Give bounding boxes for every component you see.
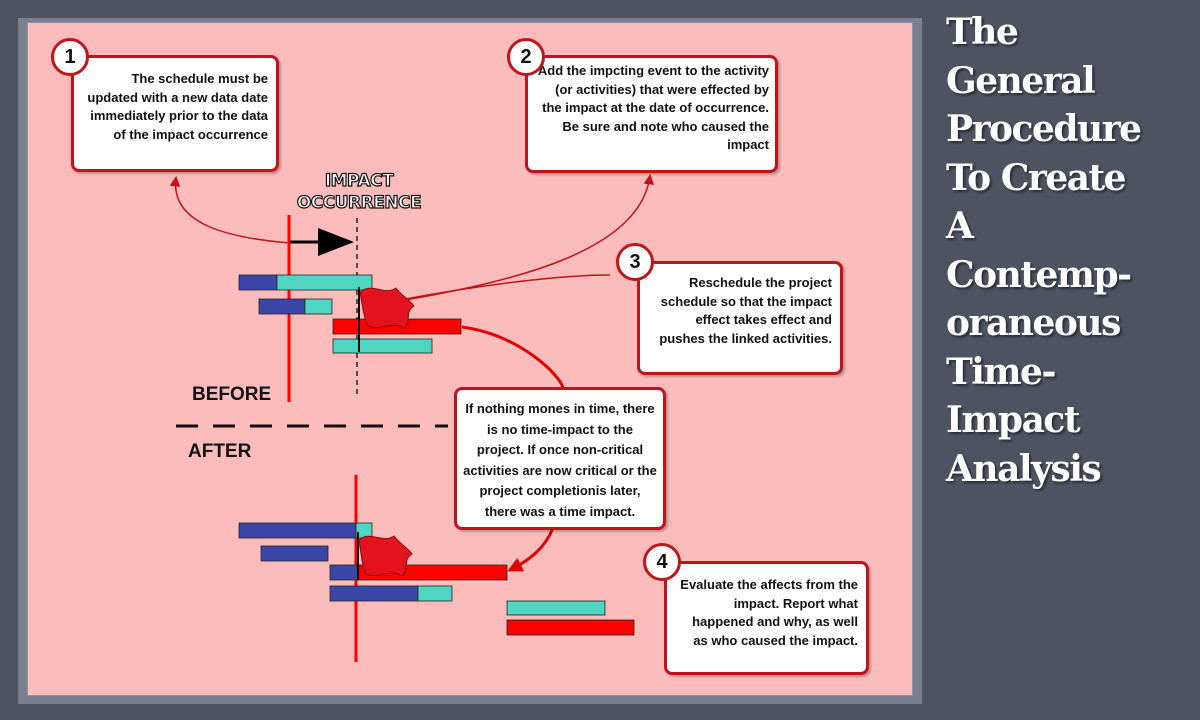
step-4-text: Evaluate the affects from the impact. Re… <box>680 577 858 648</box>
gantt-bar <box>258 298 306 315</box>
impact-pointer-head <box>318 228 354 256</box>
flag-icon <box>357 532 413 580</box>
title-line: General <box>946 59 1096 102</box>
step-2-text: Add the impcting event to the activity (… <box>537 63 769 152</box>
step-1-badge: 1 <box>51 38 89 76</box>
gantt-bar <box>329 585 419 602</box>
title-line: Analysis <box>946 447 1102 490</box>
impact-occurrence-label: IMPACT OCCURRENCE <box>292 170 426 214</box>
step-4-box: Evaluate the affects from the impact. Re… <box>664 561 869 675</box>
gantt-bar <box>506 600 606 616</box>
gantt-bar <box>304 298 333 315</box>
gantt-bar <box>329 564 359 581</box>
connector-after <box>507 527 555 572</box>
flag-icon <box>358 287 415 352</box>
title-line: Time- <box>946 350 1056 393</box>
connector-step1 <box>169 175 291 244</box>
step-2-box: Add the impcting event to the activity (… <box>525 55 778 173</box>
after-label: AFTER <box>188 441 252 462</box>
title-line: Impact <box>946 399 1080 441</box>
title-line: Contemp- <box>946 253 1132 296</box>
step-4-badge: 4 <box>643 543 681 581</box>
connector-step2 <box>404 173 655 301</box>
slide-title: The General Procedure To Create A Contem… <box>946 8 1196 493</box>
step-1-text: The schedule must be updated with a new … <box>87 71 268 142</box>
title-line: To Create <box>946 156 1127 199</box>
gantt-bar <box>276 274 373 291</box>
note-box: If nothing mones in time, there is no ti… <box>454 387 666 530</box>
step-3-text: Reschedule the project schedule so that … <box>659 275 832 346</box>
title-line: The <box>946 11 1019 53</box>
gantt-bar <box>506 619 635 636</box>
gantt-bar <box>260 545 329 562</box>
step-1-box: The schedule must be updated with a new … <box>71 55 279 172</box>
step-3-box: Reschedule the project schedule so that … <box>637 261 843 375</box>
before-label: BEFORE <box>192 384 272 405</box>
note-text: If nothing mones in time, there is no ti… <box>463 401 657 519</box>
gantt-bar <box>417 585 453 602</box>
step-3-badge: 3 <box>616 243 654 281</box>
title-line: oraneous <box>946 302 1121 344</box>
gantt-bar <box>238 522 357 539</box>
connector-note <box>461 325 565 389</box>
impact-label-line: IMPACT <box>324 170 394 191</box>
gantt-bar <box>238 274 278 291</box>
step-2-badge: 2 <box>507 38 545 76</box>
title-line: Procedure <box>946 108 1142 150</box>
title-line: A <box>946 205 974 247</box>
impact-label-line: OCCURRENCE <box>296 192 422 213</box>
gantt-bar <box>332 338 433 354</box>
connector-step3 <box>399 274 611 301</box>
